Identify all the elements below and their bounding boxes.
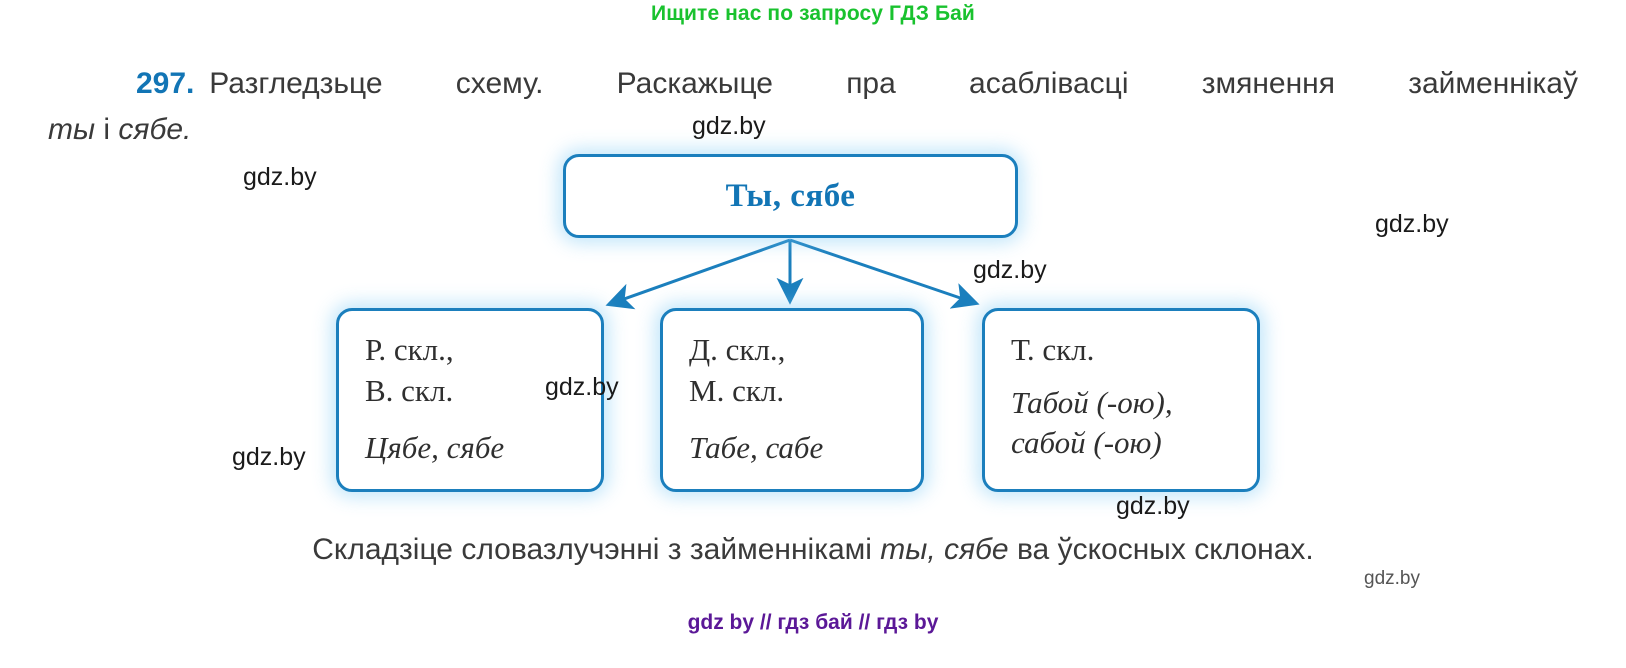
watermark-7: gdz.by [1116, 492, 1190, 520]
watermark-8: gdz.by [1364, 568, 1420, 589]
diagram-leaf-node-1: Р. скл., В. скл. Цябе, сябе [336, 308, 604, 492]
arrow-to-leaf-1 [605, 238, 791, 310]
leaf-3-forms: Табой (-ою), сабой (-ою) [1011, 385, 1173, 460]
leaf-2-forms: Табе, сабе [689, 430, 824, 465]
arrow-to-leaf-3 [789, 238, 980, 309]
leaf-2-cases: Д. скл., М. скл. [689, 332, 786, 408]
exercise-number: 297. [136, 67, 195, 100]
leaf-1-forms: Цябе, сябе [365, 430, 505, 465]
exercise-prompt: 297. Разгледзьце схему. Раскажыце пра ас… [48, 62, 1578, 152]
leaf-1-cases: Р. скл., В. скл. [365, 332, 454, 408]
leaf-3-cases: Т. скл. [1011, 332, 1095, 367]
watermark-3: gdz.by [1375, 210, 1449, 238]
watermark-6: gdz.by [232, 443, 306, 471]
pronoun-siabie: сябе. [118, 113, 192, 146]
pronoun-ty: ты [48, 113, 96, 146]
watermark-5: gdz.by [545, 373, 619, 401]
watermark-1: gdz.by [692, 112, 766, 140]
diagram-root-node: Ты, сябе [563, 154, 1018, 238]
watermark-4: gdz.by [973, 256, 1047, 284]
closing-instruction: Складзіце словазлучэнні з займеннікамі т… [48, 528, 1578, 572]
exercise-prompt-line-2: ты і сябе. [48, 108, 1578, 152]
exercise-prompt-text: Разгледзьце схему. Раскажыце пра асаблів… [209, 67, 1578, 100]
diagram-root-label: Ты, сябе [725, 177, 856, 214]
diagram-leaf-node-3: Т. скл. Табой (-ою), сабой (-ою) [982, 308, 1260, 492]
exercise-prompt-line-1: 297. Разгледзьце схему. Раскажыце пра ас… [48, 62, 1578, 106]
closing-pronouns: ты, сябе [880, 533, 1009, 566]
site-promo-banner: Ищите нас по запросу ГДЗ Бай [651, 2, 975, 25]
closing-text-part-2: ва ўскосных склонах. [1008, 533, 1314, 566]
conjunction-i: і [95, 113, 119, 146]
diagram-leaf-node-2: Д. скл., М. скл. Табе, сабе [660, 308, 924, 492]
watermark-2: gdz.by [243, 163, 317, 191]
closing-text-part-1: Складзіце словазлучэнні з займеннікамі [312, 533, 881, 566]
site-footer: gdz by // гдз бай // гдз by [687, 611, 939, 634]
